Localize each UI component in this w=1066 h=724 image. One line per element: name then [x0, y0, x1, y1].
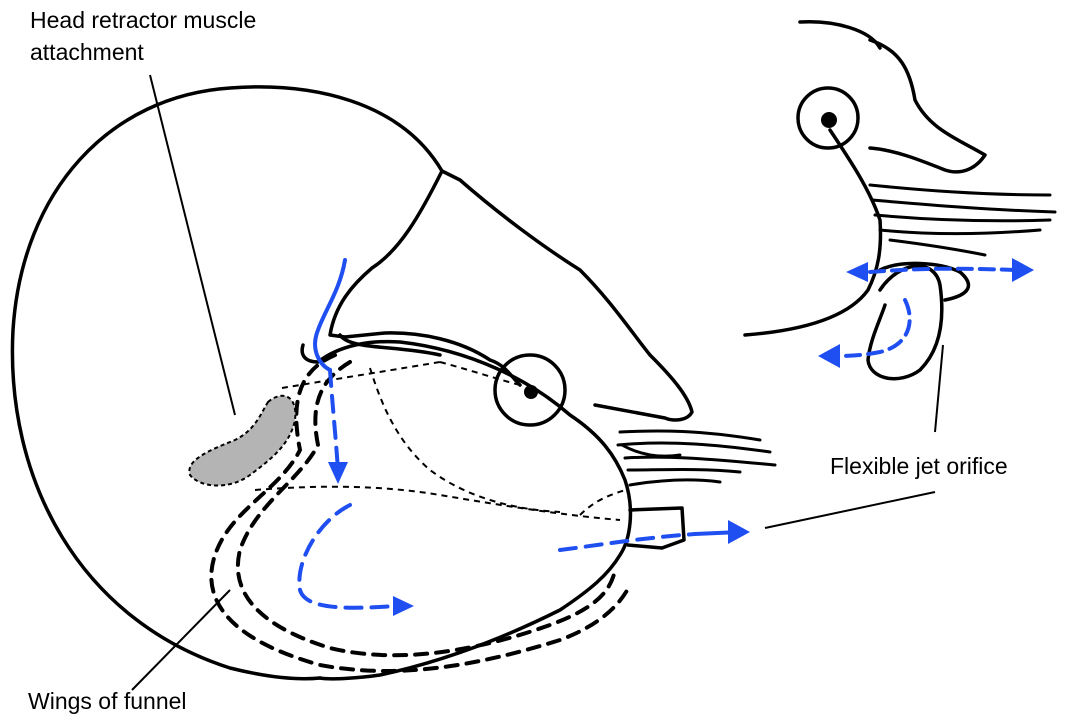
inset-tentacles: [870, 185, 1055, 255]
label-flexible-jet-orifice: Flexible jet orifice: [830, 452, 1008, 480]
inset-hood-line: [800, 22, 880, 48]
inset-flow-right: [870, 269, 1015, 272]
water-flow-loop: [299, 505, 395, 608]
label-head-retractor-line2: attachment: [30, 38, 144, 66]
mantle-cavity-line: [255, 362, 625, 520]
inset-arrowhead-right: [1012, 258, 1034, 282]
body-outline: [302, 342, 630, 679]
pointer-head-retractor: [150, 75, 235, 415]
head-retractor-muscle-patch: [189, 396, 295, 486]
pointer-wings: [132, 590, 230, 690]
water-flow-dashed: [330, 370, 338, 470]
arrowhead-right-loop: [393, 596, 414, 616]
small-pupil: [524, 385, 538, 399]
inset-head: [745, 130, 881, 335]
pointer-jet-orifice: [765, 492, 935, 528]
inset-arrowhead-left: [818, 344, 840, 368]
inset-pupil: [821, 112, 837, 128]
inset-hood: [870, 40, 985, 172]
label-wings-of-funnel: Wings of funnel: [28, 687, 187, 715]
pointer-jet-orifice-inset: [935, 345, 943, 432]
tentacles: [618, 431, 775, 485]
inset-funnel-flap: [868, 266, 942, 379]
arrowhead-down: [328, 462, 348, 484]
inset-arrowhead-left-top: [846, 262, 868, 282]
label-head-retractor-line1: Head retractor muscle: [30, 6, 256, 34]
arrowhead-right-exit: [728, 520, 750, 544]
jet-nozzle: [628, 508, 684, 548]
hood-outline: [330, 171, 692, 420]
